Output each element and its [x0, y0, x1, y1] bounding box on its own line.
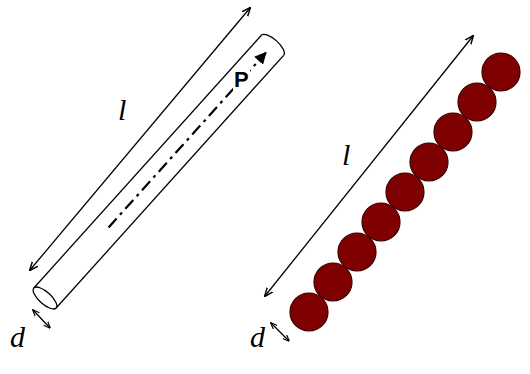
- length-label: l: [118, 95, 126, 125]
- cylinder: [30, 31, 288, 313]
- diameter-label: d: [250, 322, 265, 352]
- sphere-chain: [290, 53, 520, 331]
- diameter-arrow: [271, 323, 289, 341]
- length-arrow: [265, 36, 473, 296]
- polarization-label: P: [233, 69, 250, 91]
- length-arrow: [30, 8, 250, 270]
- diameter-arrow: [33, 310, 50, 328]
- diameter-label: d: [10, 322, 25, 352]
- length-label: l: [342, 140, 350, 170]
